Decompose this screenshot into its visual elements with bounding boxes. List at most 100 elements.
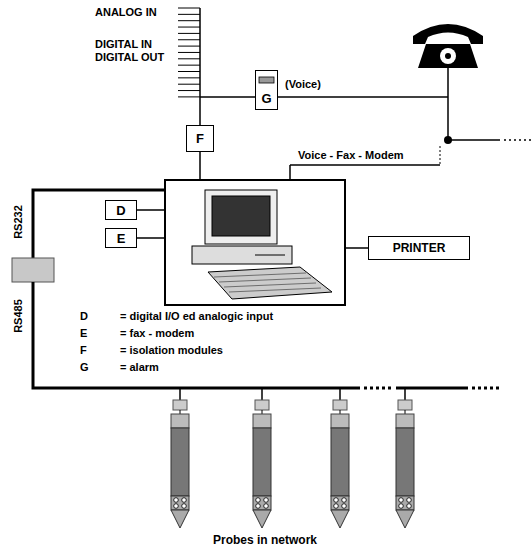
legend-text: G bbox=[80, 361, 89, 373]
probe bbox=[331, 388, 349, 528]
io-line bbox=[178, 39, 200, 40]
signal-label: RS485 bbox=[12, 299, 24, 333]
io-line bbox=[178, 90, 200, 91]
e-wire bbox=[137, 237, 165, 239]
phone-wire bbox=[447, 68, 449, 140]
probe-part bbox=[396, 496, 414, 510]
io-line bbox=[178, 71, 200, 72]
legend-text: F bbox=[80, 344, 87, 356]
d-wire bbox=[137, 209, 165, 211]
telephone-body bbox=[418, 44, 478, 68]
computer-frame bbox=[165, 180, 345, 305]
phone-line bbox=[504, 139, 531, 141]
probe-part bbox=[253, 510, 271, 528]
legend-text: E bbox=[80, 327, 87, 339]
module-box: F bbox=[186, 125, 214, 152]
io-line bbox=[178, 14, 200, 15]
legend-text: = alarm bbox=[120, 361, 159, 373]
node-label: D bbox=[116, 203, 125, 218]
probe-part bbox=[396, 414, 414, 428]
probe-part bbox=[331, 510, 349, 528]
io-line bbox=[178, 8, 200, 9]
probe bbox=[253, 388, 271, 528]
signal-label: Probes in network bbox=[213, 534, 317, 547]
probe-part bbox=[253, 414, 271, 428]
probe-part bbox=[399, 504, 404, 509]
io-line bbox=[178, 20, 200, 21]
probe-part bbox=[407, 498, 412, 503]
junction-dot bbox=[444, 136, 452, 144]
legend-text: = fax - modem bbox=[120, 327, 194, 339]
keyboard-keys bbox=[214, 273, 306, 277]
legend-text: = digital I/O ed analogic input bbox=[120, 310, 273, 322]
node-label: E bbox=[117, 231, 126, 246]
probe-part bbox=[264, 504, 269, 509]
io-lines bbox=[178, 8, 200, 97]
probe-part bbox=[407, 504, 412, 509]
probe-part bbox=[404, 388, 406, 400]
probe-part bbox=[331, 496, 349, 510]
probe-part bbox=[182, 498, 187, 503]
probe-part bbox=[261, 388, 263, 400]
computer-case bbox=[192, 246, 292, 264]
legend-text: D bbox=[80, 310, 88, 322]
probe-part bbox=[256, 504, 261, 509]
probe-part bbox=[256, 498, 261, 503]
printer-wire bbox=[345, 247, 368, 249]
signal-label: DIGITAL OUT bbox=[95, 51, 164, 63]
drive-slot bbox=[255, 255, 285, 256]
rs485-bus bbox=[33, 282, 360, 388]
rs485-bus bbox=[364, 387, 393, 390]
node-label: F bbox=[196, 131, 204, 146]
io-line bbox=[178, 27, 200, 28]
probe-part bbox=[331, 428, 349, 496]
signal-label: RS232 bbox=[12, 205, 24, 239]
rs232-cable bbox=[33, 190, 165, 258]
probe-part bbox=[396, 510, 414, 528]
io-line bbox=[178, 58, 200, 59]
probe-part bbox=[173, 400, 187, 410]
probe-part bbox=[180, 410, 181, 414]
probe-part bbox=[333, 400, 347, 410]
probe-part bbox=[171, 414, 189, 428]
io-line bbox=[178, 84, 200, 85]
module-box: E bbox=[105, 228, 137, 248]
modem-stub bbox=[440, 146, 441, 165]
keyboard-keys bbox=[224, 283, 316, 287]
io-line bbox=[178, 65, 200, 66]
probe-part bbox=[264, 498, 269, 503]
module-box: D bbox=[105, 200, 137, 220]
probe-part bbox=[262, 410, 263, 414]
probe-part bbox=[255, 400, 269, 410]
probe-part bbox=[334, 504, 339, 509]
io-line bbox=[178, 77, 200, 78]
io-line bbox=[178, 46, 200, 47]
probe-part bbox=[405, 410, 406, 414]
monitor bbox=[205, 190, 277, 244]
node-label: G bbox=[261, 91, 271, 106]
probe-part bbox=[179, 388, 181, 400]
probe-part bbox=[342, 504, 347, 509]
modem-wire bbox=[289, 165, 291, 180]
telephone-dial bbox=[440, 48, 456, 64]
probe-part bbox=[174, 504, 179, 509]
keyboard-keys bbox=[229, 288, 321, 292]
rs485-bus bbox=[396, 387, 468, 390]
probe bbox=[171, 388, 189, 528]
probe-part bbox=[398, 400, 412, 410]
probe-part bbox=[253, 428, 271, 496]
signal-label: DIGITAL IN bbox=[95, 38, 152, 50]
probes bbox=[171, 388, 414, 528]
phone-line bbox=[448, 139, 500, 141]
modem-wire bbox=[290, 164, 440, 166]
io-line bbox=[178, 33, 200, 34]
voice-wire bbox=[278, 96, 448, 98]
keyboard-keys bbox=[219, 278, 311, 282]
probe-part bbox=[339, 388, 341, 400]
module-box: G bbox=[255, 70, 278, 110]
node-label: PRINTER bbox=[393, 241, 446, 255]
io-line bbox=[178, 96, 200, 97]
probe bbox=[396, 388, 414, 528]
probe-part bbox=[171, 428, 189, 496]
